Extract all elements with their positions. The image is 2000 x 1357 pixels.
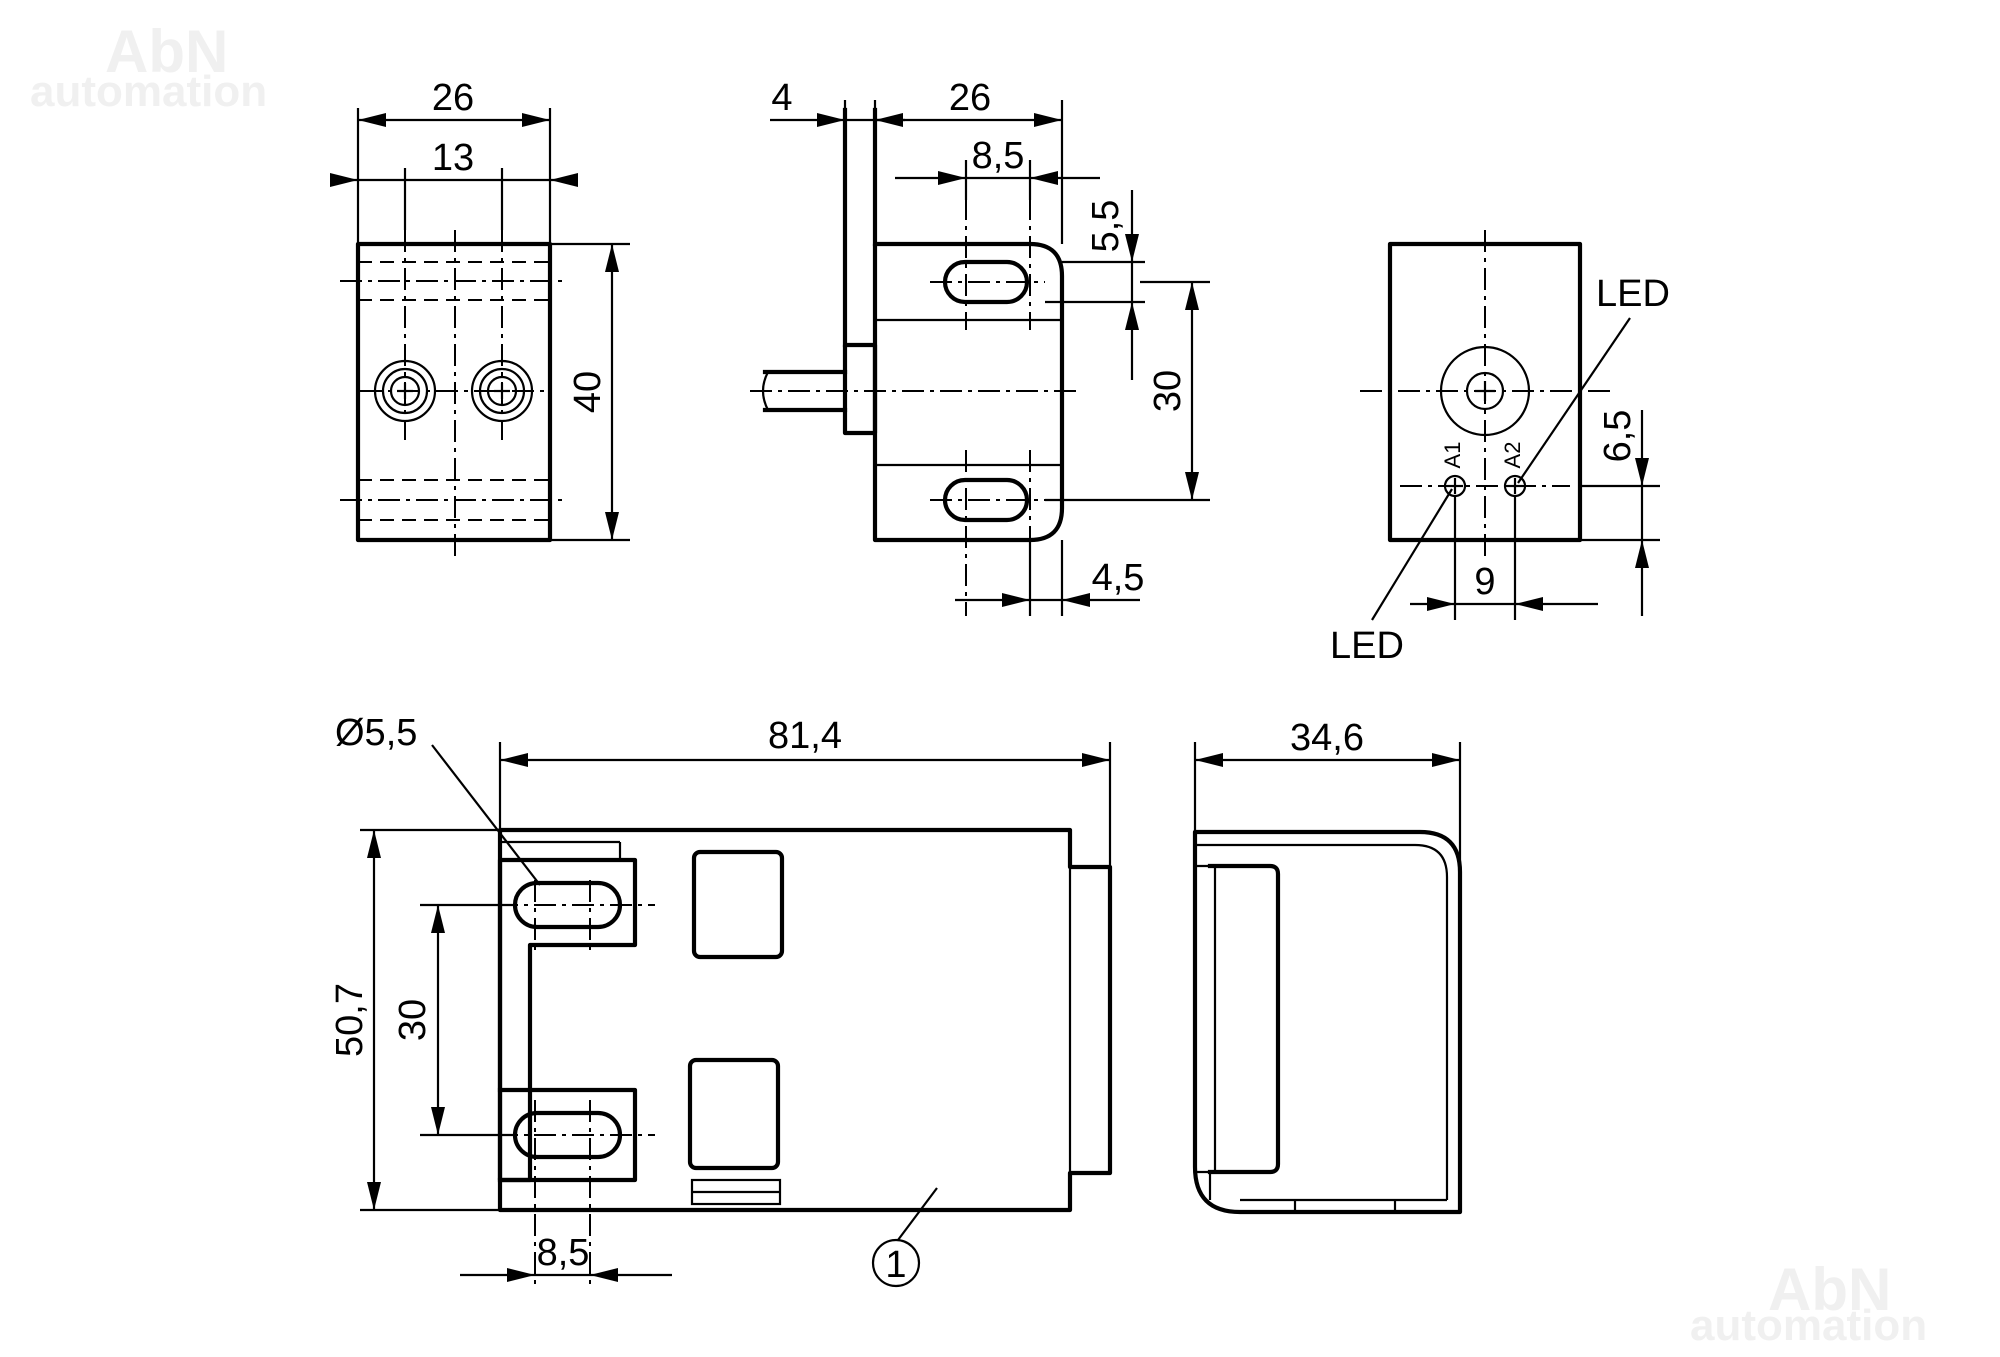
svg-text:4,5: 4,5: [1092, 557, 1145, 599]
watermark-top-left: AbN automation: [30, 18, 267, 116]
svg-text:40: 40: [567, 371, 609, 413]
bottom-view: 1 Ø5,5 81,4 50,7: [329, 712, 1113, 1290]
svg-text:9: 9: [1474, 561, 1495, 603]
dimension-front-hole-spacing: 13: [330, 137, 578, 230]
dimension-front-height: 40: [550, 242, 630, 542]
label-led-top: LED: [1596, 273, 1670, 315]
svg-text:13: 13: [432, 137, 474, 179]
dimension-bottom-hole-diameter: Ø5,5: [335, 712, 541, 886]
dimension-bottom-slot-spacing: 30: [392, 903, 515, 1137]
dimension-bottom-slot-width: 8,5: [460, 1232, 672, 1282]
led-a1-indicator: [1443, 474, 1467, 498]
dimension-bottom-length: 81,4: [498, 715, 1112, 867]
dimension-front-width: 26: [356, 77, 552, 244]
dimension-end-width: 34,6: [1193, 717, 1462, 872]
svg-text:81,4: 81,4: [768, 715, 842, 757]
terminal-screw-right: [470, 359, 534, 423]
svg-text:30: 30: [392, 999, 434, 1041]
label-a1: A1: [1440, 442, 1465, 469]
dimension-side-slot-spacing: 30: [1045, 280, 1210, 502]
svg-text:26: 26: [949, 77, 991, 119]
led-adjust-screw: [1439, 345, 1531, 437]
dimension-bottom-height: 50,7: [329, 828, 500, 1212]
svg-text:5,5: 5,5: [1085, 200, 1127, 253]
svg-text:automation: automation: [1690, 1301, 1927, 1350]
rear-view: A1 A2 LED LED 9 6,5: [1330, 230, 1670, 667]
svg-text:6,5: 6,5: [1597, 410, 1639, 463]
side-view: 4 26 8,5 5,5: [750, 77, 1210, 616]
label-a2: A2: [1500, 442, 1525, 469]
svg-text:34,6: 34,6: [1290, 717, 1364, 759]
front-view: 26 13 40: [330, 77, 630, 556]
dimension-rear-led-height: 6,5: [1580, 410, 1660, 616]
callout-1: 1: [871, 1187, 938, 1288]
watermark-bottom-right: AbN automation: [1690, 1256, 1927, 1350]
svg-text:4: 4: [771, 77, 792, 119]
svg-text:1: 1: [885, 1244, 906, 1286]
svg-text:26: 26: [432, 77, 474, 119]
svg-text:8,5: 8,5: [537, 1232, 590, 1274]
svg-text:automation: automation: [30, 67, 267, 116]
svg-text:Ø5,5: Ø5,5: [335, 712, 417, 754]
end-view: 34,6: [1192, 717, 1463, 1215]
svg-text:AbN: AbN: [105, 18, 228, 85]
label-led-bottom: LED: [1330, 625, 1404, 667]
svg-text:30: 30: [1147, 370, 1189, 412]
dimension-side-slot-width: 8,5: [895, 135, 1100, 200]
terminal-screw-left: [373, 359, 437, 423]
svg-text:8,5: 8,5: [972, 135, 1025, 177]
dimension-side-width: 26: [875, 77, 1064, 244]
dimension-side-edge: 4,5: [955, 540, 1144, 616]
dimension-side-slot-offset: 5,5: [1045, 190, 1145, 380]
dimension-rear-led-pitch: 9: [1410, 496, 1598, 620]
svg-text:AbN: AbN: [1768, 1256, 1891, 1323]
svg-text:50,7: 50,7: [329, 983, 371, 1057]
